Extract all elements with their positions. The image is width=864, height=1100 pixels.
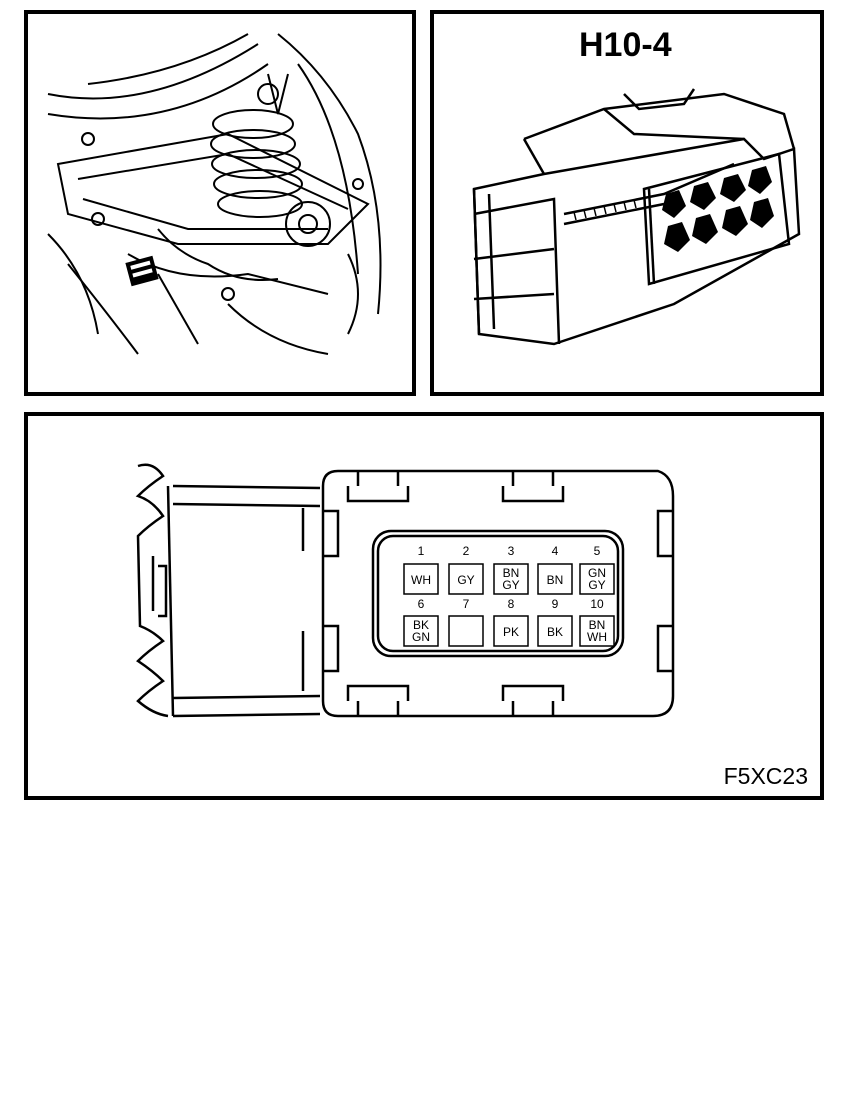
- pin-number: 10: [590, 597, 604, 611]
- pin-number: 4: [552, 544, 559, 558]
- pin-number: 3: [508, 544, 515, 558]
- pin-cavity: [579, 615, 615, 647]
- pin-cavity: [579, 563, 615, 595]
- pin-number: 5: [594, 544, 601, 558]
- pin-number: 8: [508, 597, 515, 611]
- wire-color-code: GY: [457, 573, 474, 587]
- wire-color-code: WH: [411, 573, 431, 587]
- wire-color-code: WH: [587, 630, 607, 644]
- figure-code: F5XC23: [723, 763, 808, 789]
- wire-color-code: BN: [589, 618, 606, 632]
- pin-4: 4BN: [537, 544, 573, 595]
- terminal-cavities: [662, 166, 774, 252]
- pin-number: 6: [418, 597, 425, 611]
- wire-color-code: BK: [547, 625, 563, 639]
- pin-cavity: [537, 563, 573, 595]
- connector-location-marker: [125, 255, 159, 287]
- wire-color-code: GN: [412, 630, 430, 644]
- pin-number: 9: [552, 597, 559, 611]
- wire-color-code: GN: [588, 566, 606, 580]
- pin-2: 2GY: [448, 544, 484, 595]
- pin-cavity: [493, 563, 529, 595]
- location-illustration-panel: [24, 10, 416, 396]
- wire-color-code: BN: [503, 566, 520, 580]
- pin-number: 1: [418, 544, 425, 558]
- pin-9: 9BK: [537, 597, 573, 647]
- wire-color-code: BK: [413, 618, 429, 632]
- wire-color-code: PK: [503, 625, 519, 639]
- housing-ribs: [573, 199, 637, 221]
- suspension-location-drawing: [47, 33, 382, 355]
- pin-8: 8PK: [493, 597, 529, 647]
- pin-cavity: [403, 563, 439, 595]
- pin-cavity: [493, 615, 529, 647]
- wire-color-code: BN: [547, 573, 564, 587]
- connector-perspective-drawing: [472, 88, 801, 346]
- pin-7: 7: [448, 597, 484, 647]
- pin-number: 7: [463, 597, 470, 611]
- pin-cavity: [537, 615, 573, 647]
- pin-number: 2: [463, 544, 470, 558]
- pin-cavity: [403, 615, 439, 647]
- wire-color-code: GY: [502, 578, 519, 592]
- pin-1: 1WH: [403, 544, 439, 595]
- wire-color-code: GY: [588, 578, 605, 592]
- pin-cavity: [448, 563, 484, 595]
- pin-cavity: [448, 615, 484, 647]
- connector-title: H10-4: [579, 26, 672, 64]
- connector-perspective-panel: H10-4: [430, 10, 824, 396]
